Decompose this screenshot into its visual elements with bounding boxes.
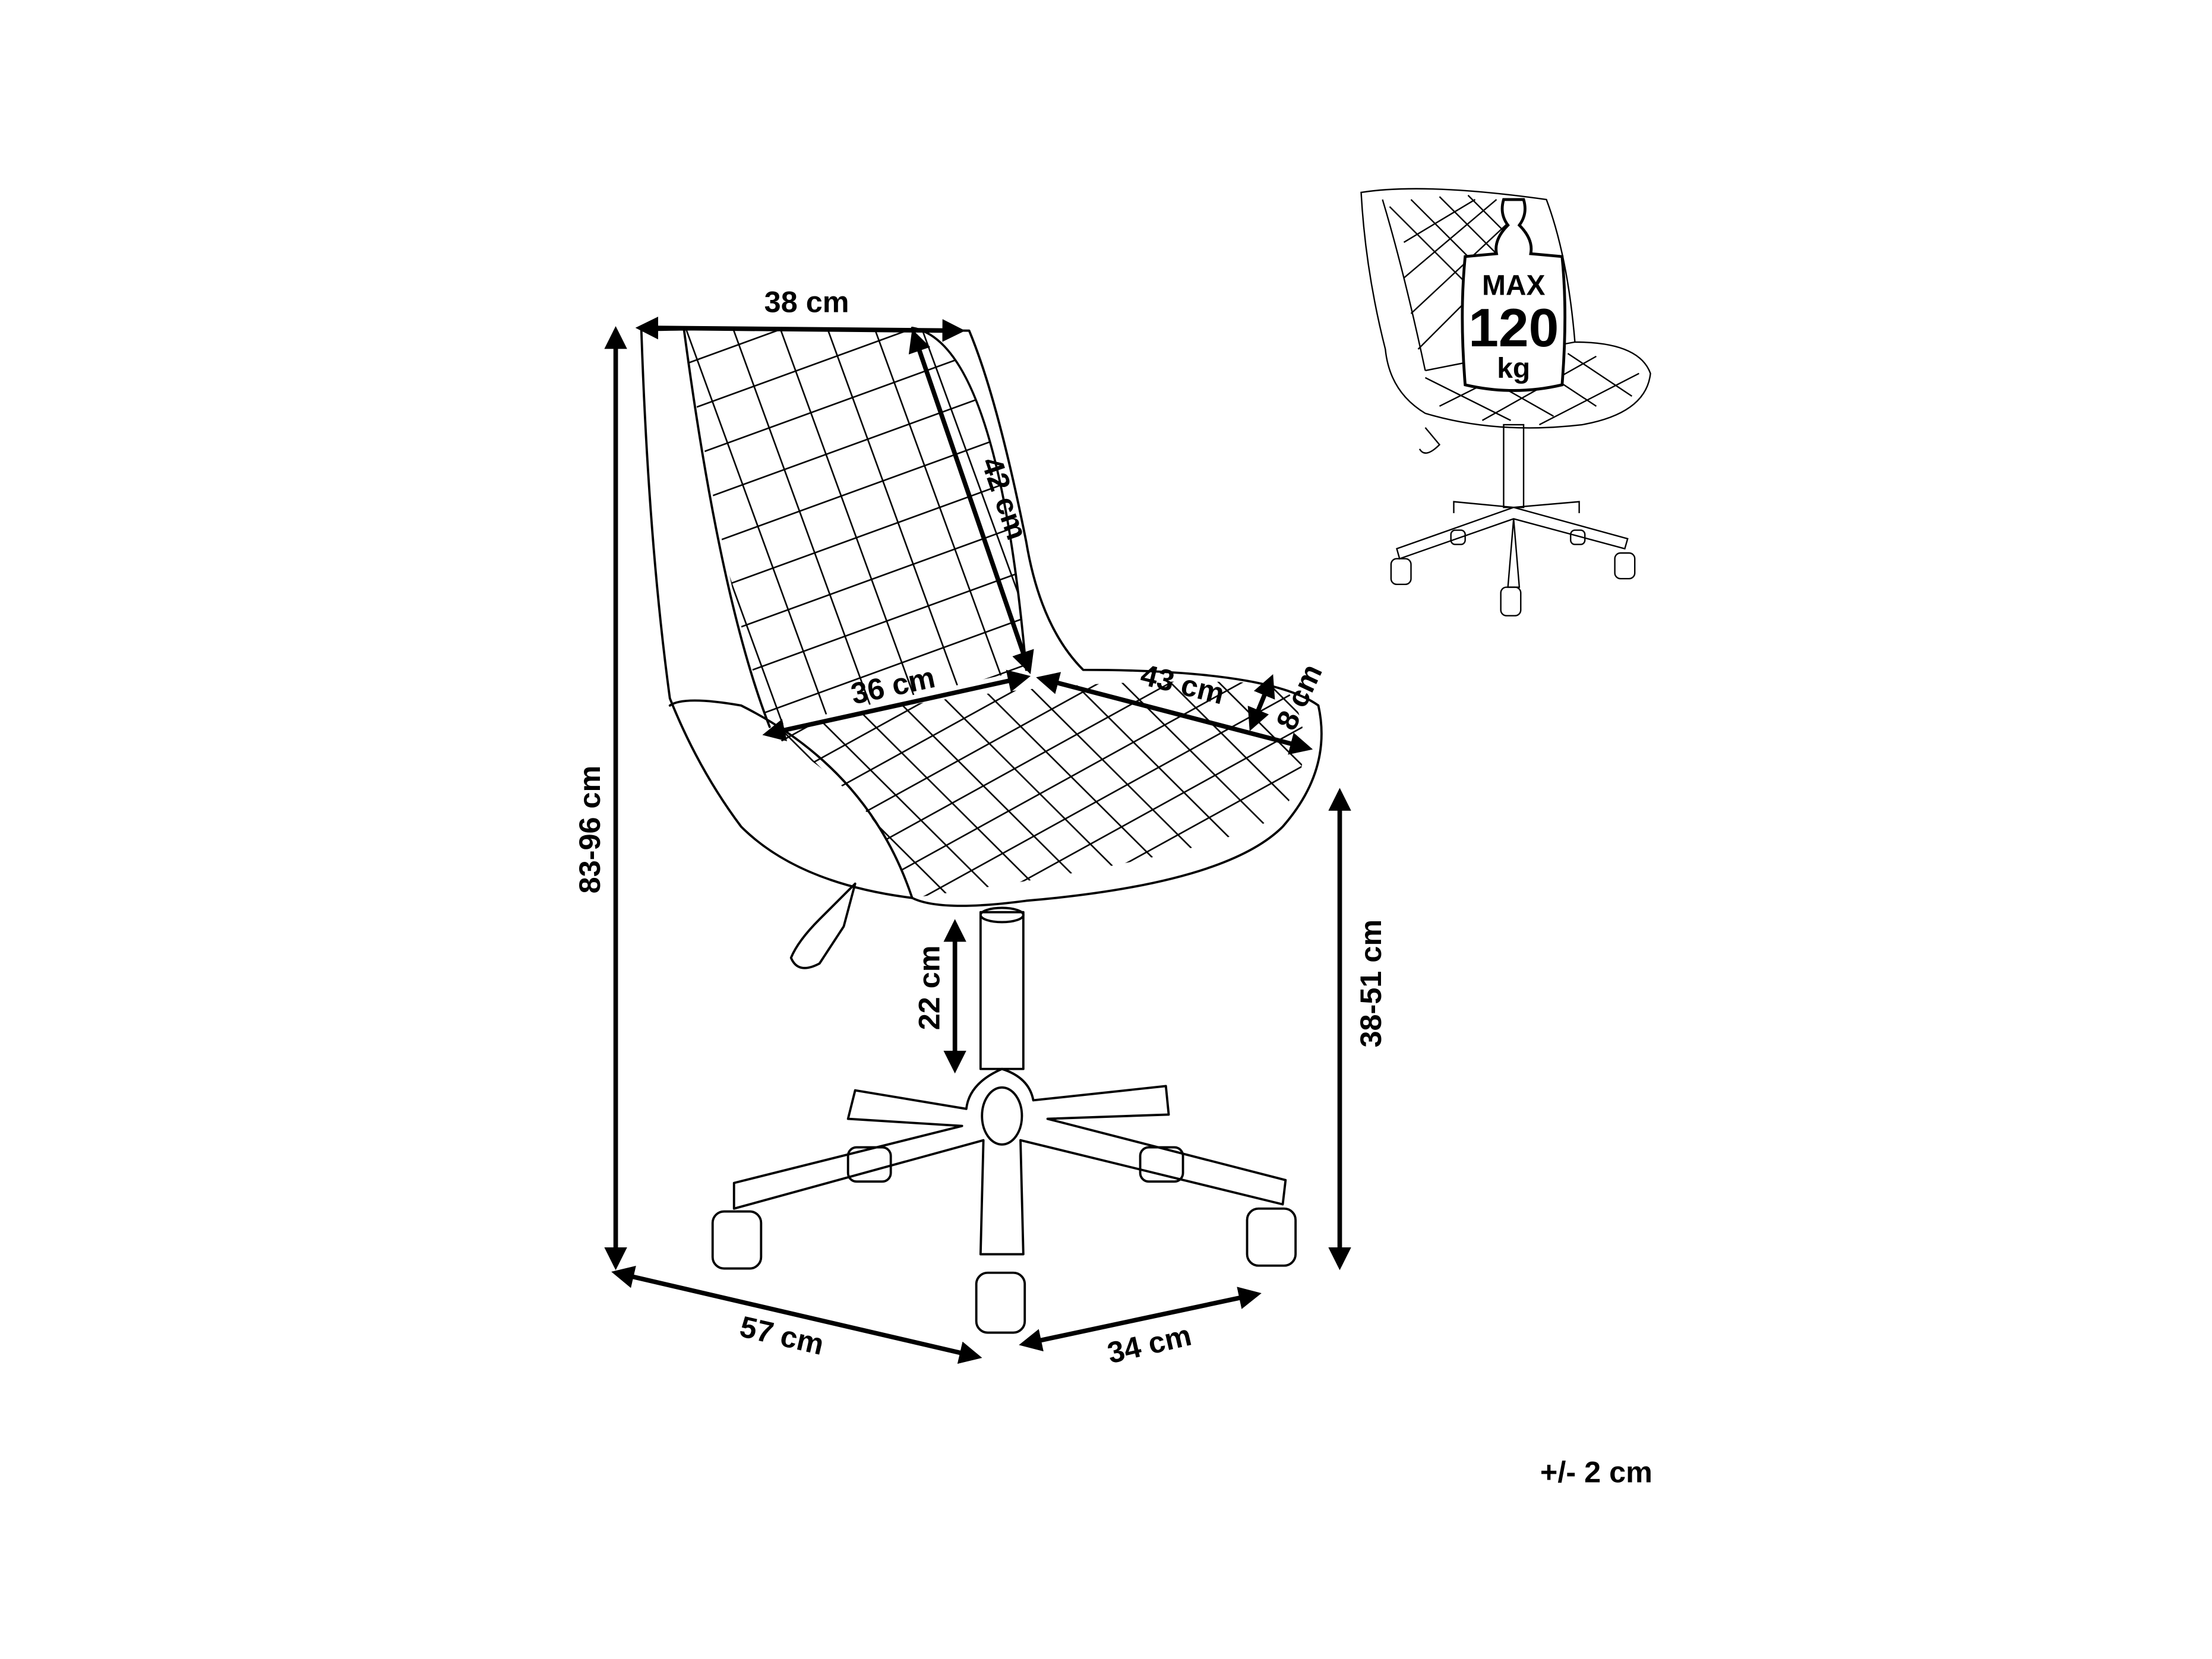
max-label: MAX bbox=[1482, 270, 1546, 302]
max-value: 120 bbox=[1468, 298, 1559, 358]
column-height-label: 22 cm bbox=[912, 945, 946, 1030]
seat-height-label: 38-51 cm bbox=[1354, 919, 1388, 1048]
max-load-thumbnail: MAX 120 kg bbox=[1360, 188, 1651, 617]
max-unit: kg bbox=[1497, 353, 1530, 384]
main-chair-drawing bbox=[640, 326, 1323, 1334]
total-height-label: 83-96 cm bbox=[573, 766, 606, 894]
back-width-label: 38 cm bbox=[764, 285, 849, 318]
dimension-arrows bbox=[604, 316, 1351, 1364]
weight-icon bbox=[1461, 198, 1567, 392]
tolerance-label: +/- 2 cm bbox=[1540, 1455, 1652, 1489]
